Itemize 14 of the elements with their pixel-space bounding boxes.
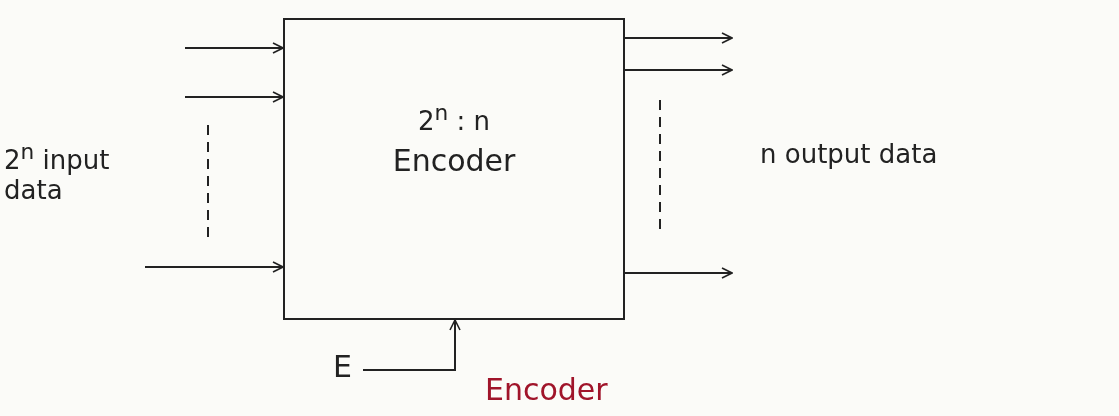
side-label: 2$^{n}$ input data <box>4 140 111 206</box>
arrow <box>624 267 733 279</box>
arrow <box>362 319 461 371</box>
side-label: n output data <box>760 140 939 170</box>
block-label: Encoder <box>392 143 516 179</box>
arrow <box>144 261 284 273</box>
caption: Encoder <box>485 372 608 407</box>
enable-label: E <box>333 352 352 382</box>
encoder-block <box>283 18 625 320</box>
block-label: 2$^{n}$ : n <box>417 99 491 136</box>
arrow <box>624 64 733 76</box>
arrow <box>184 42 284 54</box>
arrow <box>184 91 284 103</box>
arrow <box>624 32 733 44</box>
